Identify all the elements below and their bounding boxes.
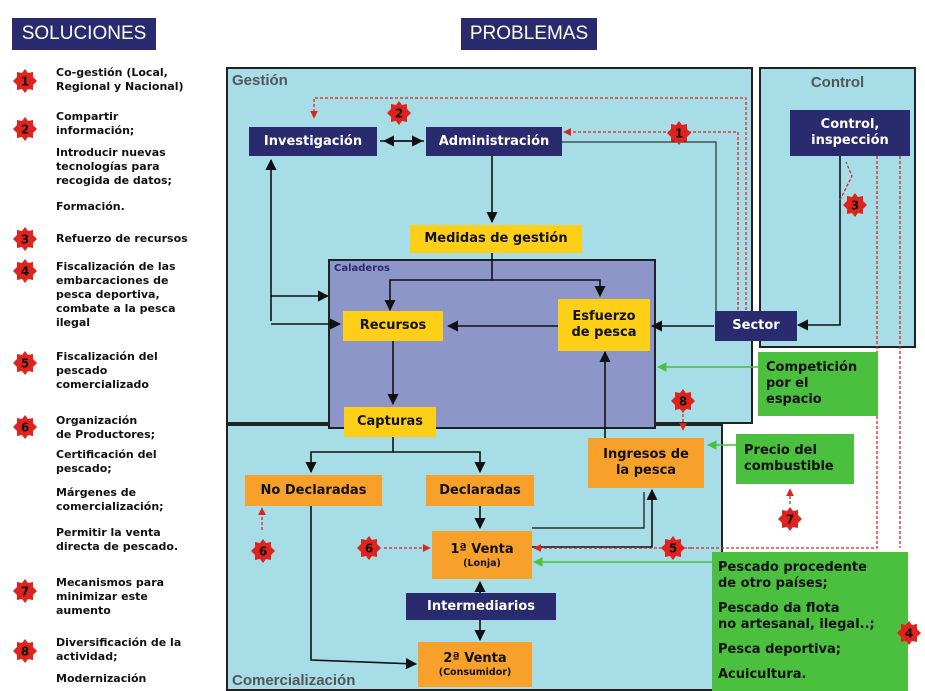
solution-badge-label: 7 [21, 585, 29, 599]
solution-badge-2: 2 [13, 117, 37, 141]
diagram-badge-7: 7 [778, 507, 802, 531]
caladeros-label: Caladeros [334, 263, 390, 274]
solution-badge-6: 6 [13, 415, 37, 439]
solution-badge-label: 2 [21, 123, 29, 137]
solutions-header: SOLUCIONES [12, 18, 156, 50]
sector-node: Sector [715, 311, 797, 341]
diagram-badge-label: 7 [786, 513, 794, 527]
declaradas-node: Declaradas [426, 475, 534, 506]
solution-item: Formación. [56, 200, 125, 213]
recursos-node: Recursos [343, 311, 443, 341]
solution-badge-label: 1 [21, 75, 29, 89]
medidas-gestion-node: Medidas de gestión [410, 225, 582, 253]
capturas-node: Capturas [344, 407, 436, 437]
investigacion-node: Investigación [249, 127, 377, 156]
segunda-venta-node: 2ª Venta(Consumidor) [418, 642, 532, 687]
no-declaradas-node: No Declaradas [245, 475, 382, 506]
control-inspeccion-node: Control,inspección [790, 110, 910, 156]
diagram-badge-label: 5 [669, 542, 677, 556]
solution-badge-label: 8 [21, 645, 29, 659]
administracion-node: Administración [426, 127, 562, 156]
intermediarios-node: Intermediarios [406, 593, 556, 620]
solution-badge-3: 3 [13, 227, 37, 251]
diagram-badge-label: 2 [395, 107, 403, 121]
diagram-badge-1: 1 [667, 121, 691, 145]
diagram-badge-5: 5 [661, 536, 685, 560]
problems-header: PROBLEMAS [461, 18, 597, 50]
solution-badge-1: 1 [13, 69, 37, 93]
primera-venta-node: 1ª Venta(Lonja) [432, 531, 532, 579]
solution-badge-label: 4 [21, 265, 29, 279]
diagram-badge-label: 4 [905, 627, 913, 641]
diagram-badge-4: 4 [897, 621, 921, 645]
diagram-badge-6b: 6 [357, 536, 381, 560]
diagram-badge-label: 6 [259, 545, 267, 559]
solution-item: Refuerzo de recursos [56, 232, 188, 245]
diagram-badge-label: 3 [851, 199, 859, 213]
solution-badge-8: 8 [13, 639, 37, 663]
comercializacion-label: Comercialización [232, 672, 356, 689]
solution-badge-5: 5 [13, 351, 37, 375]
diagram-badge-8: 8 [671, 389, 695, 413]
diagram-badge-6a: 6 [251, 539, 275, 563]
solution-item: Co-gestión (Local,Regional y Nacional) [56, 66, 184, 93]
solution-item: Modernización [56, 672, 147, 685]
solution-badge-7: 7 [13, 579, 37, 603]
diagram-badge-label: 6 [365, 542, 373, 556]
solution-badge-label: 3 [21, 233, 29, 247]
control-label: Control [810, 74, 865, 91]
diagram-badge-2: 2 [387, 101, 411, 125]
solution-badge-label: 5 [21, 357, 29, 371]
solution-badge-4: 4 [13, 259, 37, 283]
solution-badge-label: 6 [21, 421, 29, 435]
diagram-badge-label: 1 [675, 127, 683, 141]
diagram-badge-label: 8 [679, 395, 687, 409]
gestion-label: Gestión [232, 72, 288, 89]
diagram-badge-3: 3 [843, 193, 867, 217]
